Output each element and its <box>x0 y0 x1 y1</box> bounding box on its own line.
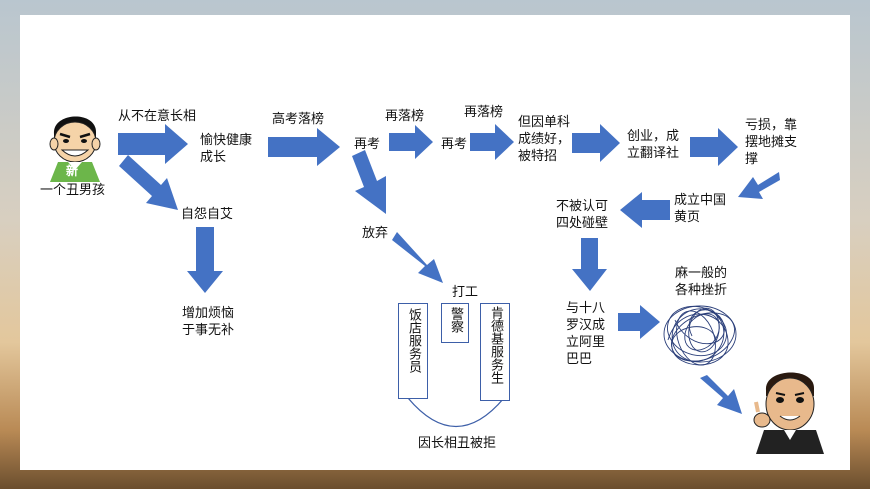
job-box-restaurant: 饭店服务员 <box>398 303 428 399</box>
job-box-police: 警察 <box>441 303 469 343</box>
job-police-label: 警察 <box>448 307 463 333</box>
arrow-boy-to-happy <box>118 124 188 164</box>
boy-badge-text: 新 <box>66 164 79 178</box>
arrow-retake-to-giveup <box>352 150 386 214</box>
arrow-business-to-loss <box>690 128 738 166</box>
node-not-recognized: 不被认可 四处碰壁 <box>556 199 609 231</box>
node-self-pity: 自怨自艾 <box>181 207 234 222</box>
arrow-giveup-to-parttime <box>392 232 443 283</box>
node-retake-2: 再考 <box>441 137 468 152</box>
node-start-business: 创业，成 立翻译社 <box>627 129 680 161</box>
node-eighteen-arhats: 与十八 罗汉成 立阿里 巴巴 <box>566 301 606 367</box>
node-fail-again-1: 再落榜 <box>385 109 425 124</box>
arrow-retake2-to-single <box>470 124 514 160</box>
ugly-boy-icon: 新 <box>44 104 106 182</box>
arrow-loss-to-pages <box>738 172 780 199</box>
arrow-single-to-business <box>572 124 620 162</box>
job-restaurant-label: 饭店服务员 <box>406 308 421 373</box>
jobs-bracket <box>407 397 505 428</box>
node-never-care-looks: 从不在意长相 <box>118 109 197 124</box>
job-box-kfc: 肯德基服务生 <box>480 303 510 401</box>
node-retake-1: 再考 <box>354 137 381 152</box>
arrow-notrecognized-to-alibaba <box>572 238 607 291</box>
node-frustrations: 麻一般的 各种挫折 <box>675 266 728 298</box>
node-rejected-looks: 因长相丑被拒 <box>418 436 497 451</box>
node-single-subject: 但因单科 成绩好， 被特招 <box>518 115 571 164</box>
frustration-scribble <box>663 305 737 366</box>
arrow-alibaba-to-frustration <box>618 305 660 339</box>
node-fail-again-2: 再落榜 <box>464 105 504 120</box>
node-loss-stall: 亏损，靠 摆地摊支 撑 <box>745 118 798 167</box>
node-give-up: 放弃 <box>362 226 389 241</box>
slide-canvas <box>20 15 850 470</box>
node-gaokao-fail: 高考落榜 <box>272 112 325 127</box>
jack-ma-icon <box>752 362 828 454</box>
arrow-happy-to-retake <box>268 128 340 166</box>
node-part-time: 打工 <box>452 285 479 300</box>
job-kfc-label: 肯德基服务生 <box>488 306 503 384</box>
arrow-selfpity-to-worries <box>187 227 223 293</box>
node-happy-growth: 愉快健康 成长 <box>200 133 253 165</box>
arrow-boy-to-selfpity <box>119 155 178 210</box>
node-ugly-boy: 一个丑男孩 <box>40 183 106 198</box>
arrow-retake-to-fail <box>389 125 433 159</box>
node-more-worries: 增加烦恼 于事无补 <box>182 306 235 338</box>
node-china-pages: 成立中国 黄页 <box>674 193 727 225</box>
arrow-frustration-to-jackma <box>700 375 742 414</box>
arrow-pages-to-notrecognized <box>620 192 670 228</box>
